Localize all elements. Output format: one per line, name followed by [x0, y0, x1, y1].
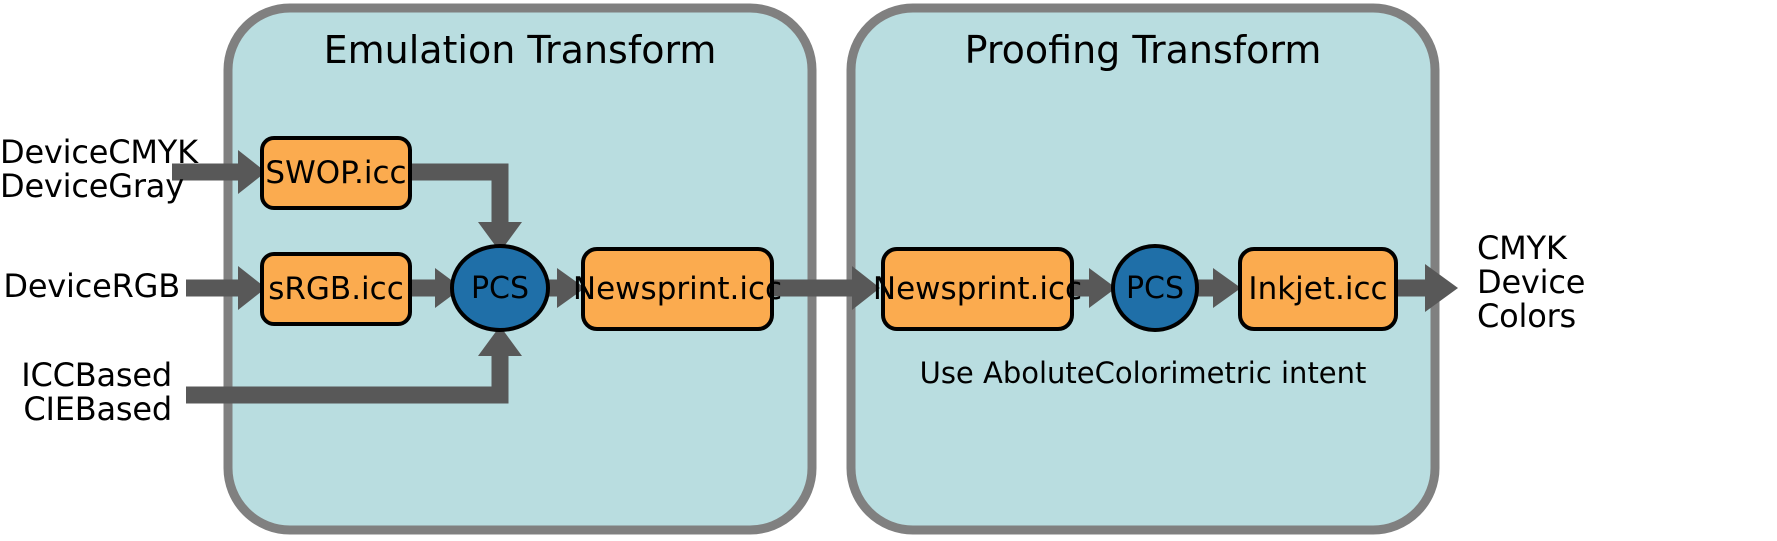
input-label-line-2: DeviceGray: [0, 166, 184, 205]
input-label-device-rgb: DeviceRGB: [0, 267, 180, 305]
connector-icc-to-pcs: [186, 326, 522, 404]
node-newsprint-left[interactable]: [581, 247, 774, 331]
connector-inkjet-to-output: [1396, 264, 1458, 312]
connector-newsprint-to-pcs2: [1072, 268, 1116, 308]
input-label-device-cmyk: DeviceCMYK DeviceGray: [0, 133, 198, 205]
input-label-icc-based: ICCBased CIEBased: [0, 356, 172, 428]
connector-cmyk-to-swop: [172, 150, 266, 194]
input-label-line-1: DeviceCMYK: [0, 133, 198, 171]
panel-note-proofing: Use AboluteColorimetric intent: [919, 356, 1367, 390]
node-newsprint-right[interactable]: [881, 247, 1074, 331]
input-label-line-1: ICCBased: [21, 356, 172, 394]
output-label-line-3: Colors: [1477, 296, 1577, 335]
node-srgb-icc[interactable]: [260, 252, 412, 326]
input-label-line-2: CIEBased: [23, 389, 172, 428]
panel-title-proofing: Proofing Transform: [964, 28, 1322, 72]
connector-rgb-to-srgb: [186, 266, 266, 310]
connector-srgb-to-pcs: [410, 268, 462, 308]
node-label-newsprint-left: Newsprint.icc: [572, 271, 783, 307]
node-label-inkjet-icc: Inkjet.icc: [1248, 271, 1388, 307]
node-pcs-left[interactable]: [450, 244, 550, 332]
input-label-line-1: DeviceRGB: [3, 267, 180, 305]
connector-pcs2-to-inkjet: [1196, 268, 1241, 308]
node-swop-icc[interactable]: [260, 136, 412, 210]
node-label-newsprint-right: Newsprint.icc: [872, 271, 1083, 307]
connector-swop-to-pcs: [410, 163, 522, 252]
output-label-line-1: CMYK: [1477, 229, 1567, 267]
node-inkjet-icc[interactable]: [1238, 247, 1398, 331]
node-pcs-right[interactable]: [1111, 244, 1199, 332]
panel-title-emulation: Emulation Transform: [323, 28, 717, 72]
output-label-line-2: Device: [1477, 262, 1586, 301]
node-label-pcs-right: PCS: [1125, 270, 1185, 306]
node-label-srgb-icc: sRGB.icc: [268, 271, 404, 307]
node-label-swop-icc: SWOP.icc: [265, 155, 407, 191]
connector-newsprint-to-newsprint: [772, 266, 880, 310]
node-label-pcs-left: PCS: [470, 270, 530, 306]
output-label-cmyk-device-colors: CMYK Device Colors: [1477, 229, 1777, 335]
